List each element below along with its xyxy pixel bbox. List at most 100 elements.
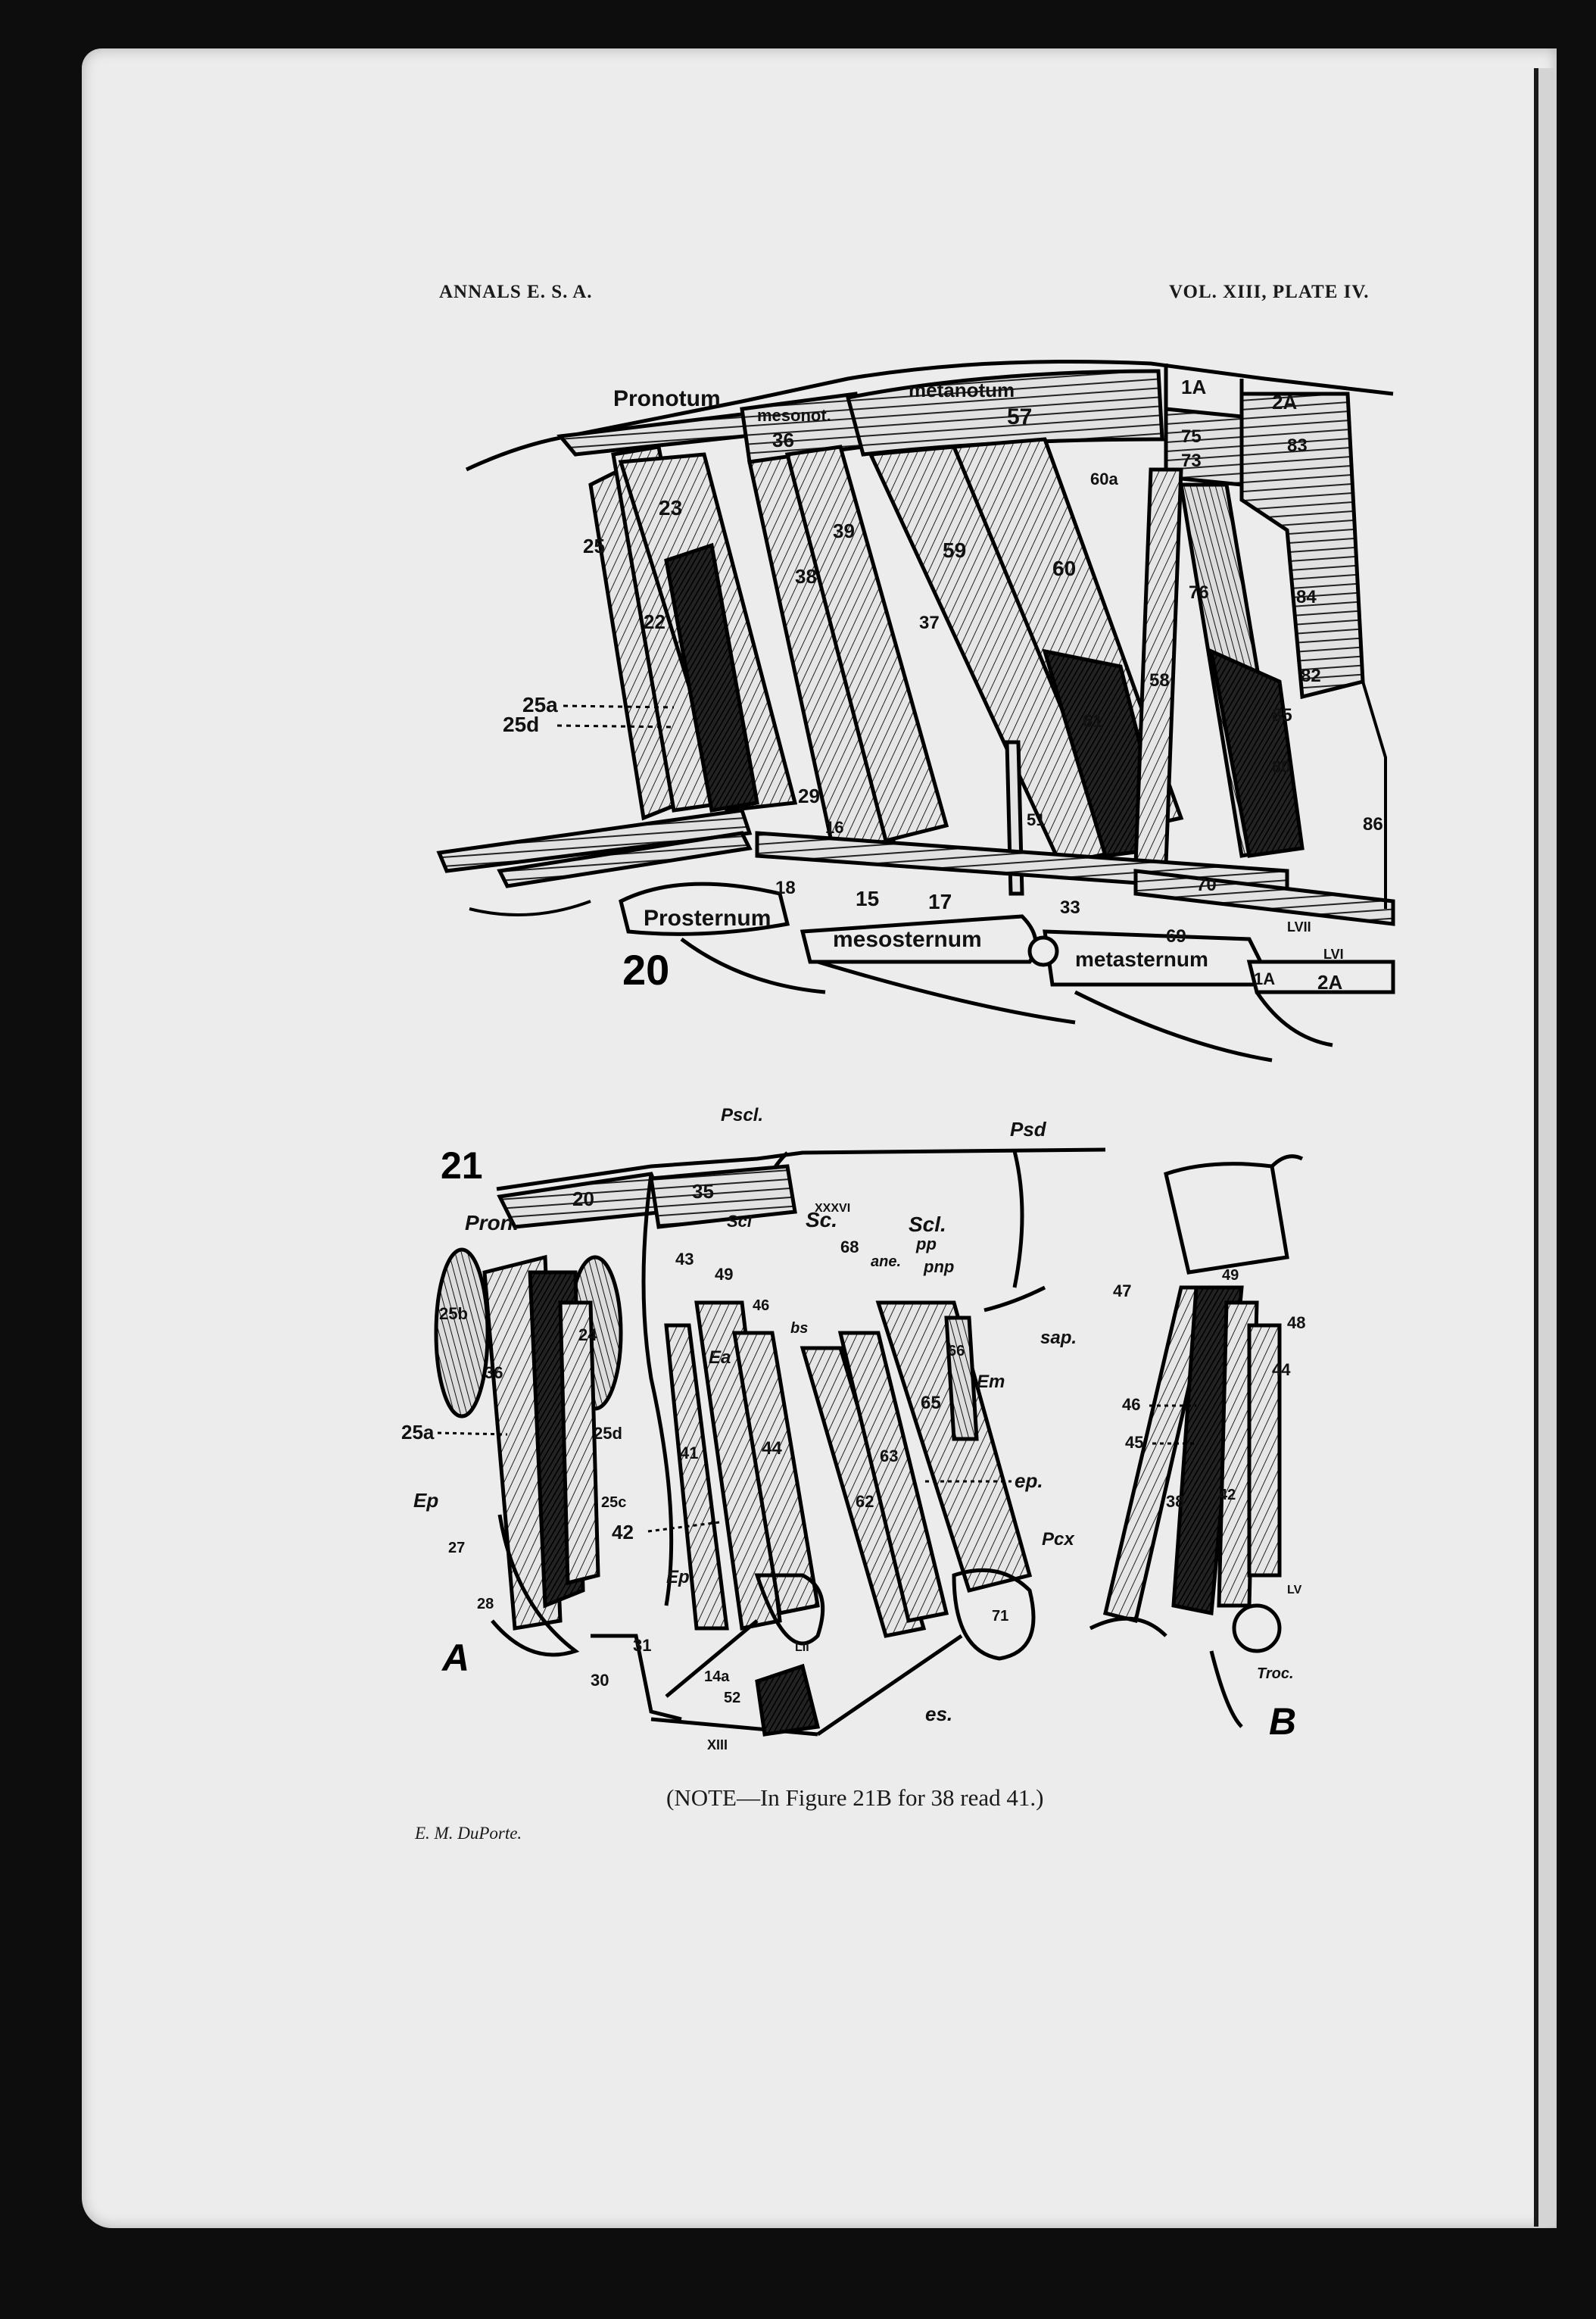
svg-text:29: 29 — [798, 785, 820, 807]
svg-text:18: 18 — [775, 878, 796, 898]
svg-text:es.: es. — [925, 1703, 952, 1725]
svg-text:16: 16 — [825, 818, 843, 837]
svg-text:86: 86 — [1363, 814, 1383, 835]
svg-text:27: 27 — [448, 1540, 465, 1556]
svg-text:71: 71 — [992, 1608, 1008, 1625]
svg-text:42: 42 — [1219, 1487, 1236, 1503]
svg-text:LVI: LVI — [1323, 947, 1344, 962]
svg-text:Psd: Psd — [1010, 1118, 1047, 1141]
svg-text:15: 15 — [856, 887, 879, 910]
page-edge — [1534, 68, 1555, 2227]
svg-text:Ep: Ep — [666, 1567, 690, 1587]
svg-text:58: 58 — [1149, 670, 1170, 691]
svg-text:49: 49 — [715, 1265, 733, 1284]
svg-text:46: 46 — [753, 1297, 769, 1314]
svg-text:25b: 25b — [439, 1304, 468, 1323]
svg-text:1A: 1A — [1254, 969, 1275, 988]
figure-21-labels: Pscl. Psd Sc. Scl. Pron. 20 35 Scl XXXVI… — [401, 1105, 1305, 1753]
svg-text:Prosternum: Prosternum — [644, 906, 771, 931]
svg-text:Ea: Ea — [709, 1347, 731, 1368]
svg-text:sap.: sap. — [1040, 1328, 1077, 1348]
svg-text:41: 41 — [680, 1444, 698, 1462]
svg-text:metasternum: metasternum — [1075, 947, 1208, 971]
svg-text:LII: LII — [795, 1641, 809, 1654]
svg-text:38: 38 — [1166, 1492, 1184, 1511]
svg-text:48: 48 — [1287, 1313, 1305, 1332]
svg-text:62: 62 — [856, 1492, 874, 1511]
svg-text:75: 75 — [1181, 426, 1202, 447]
svg-text:22: 22 — [644, 610, 666, 633]
svg-text:45: 45 — [1125, 1433, 1143, 1452]
svg-text:pp: pp — [915, 1234, 937, 1253]
svg-text:25a: 25a — [522, 693, 558, 716]
figure-21-number: 21 — [441, 1144, 483, 1187]
svg-text:Pron.: Pron. — [465, 1211, 519, 1234]
svg-text:2A: 2A — [1317, 971, 1342, 994]
svg-text:25d: 25d — [503, 713, 539, 736]
svg-text:60: 60 — [1052, 557, 1076, 580]
svg-text:Scl.: Scl. — [909, 1213, 946, 1236]
volume-plate-header: VOL. XIII, PLATE IV. — [1169, 282, 1370, 302]
svg-text:35: 35 — [692, 1180, 714, 1203]
svg-text:XIII: XIII — [707, 1737, 728, 1753]
svg-text:25: 25 — [583, 535, 605, 557]
svg-text:1A: 1A — [1181, 376, 1206, 398]
figure-21a-letter: A — [441, 1637, 469, 1679]
svg-text:76: 76 — [1189, 582, 1209, 603]
svg-text:25a: 25a — [401, 1421, 435, 1444]
svg-text:47: 47 — [1113, 1281, 1131, 1300]
svg-text:LV: LV — [1287, 1584, 1302, 1596]
svg-text:14a: 14a — [704, 1668, 730, 1685]
svg-text:Pscl.: Pscl. — [721, 1105, 763, 1125]
svg-text:43: 43 — [675, 1250, 694, 1269]
svg-text:60a: 60a — [1090, 470, 1118, 488]
svg-text:23: 23 — [659, 496, 682, 520]
svg-text:ane.: ane. — [871, 1253, 901, 1270]
svg-text:44: 44 — [1272, 1360, 1291, 1379]
figure-20-labels: Pronotum mesonot. metanotum 1A 2A 57 36 … — [503, 376, 1383, 994]
svg-text:61: 61 — [1083, 711, 1103, 732]
svg-text:Ep: Ep — [413, 1489, 438, 1512]
svg-text:metanotum: metanotum — [909, 379, 1015, 401]
svg-text:73: 73 — [1181, 451, 1202, 471]
svg-text:20: 20 — [572, 1188, 594, 1210]
svg-text:mesosternum: mesosternum — [833, 927, 982, 952]
svg-text:66: 66 — [948, 1343, 965, 1359]
svg-text:bs: bs — [790, 1320, 808, 1337]
svg-text:Em: Em — [977, 1372, 1005, 1392]
svg-text:46: 46 — [1122, 1395, 1140, 1414]
svg-text:31: 31 — [633, 1636, 651, 1655]
svg-text:82: 82 — [1301, 666, 1321, 686]
journal-header: ANNALS E. S. A. — [439, 282, 593, 302]
svg-text:44: 44 — [762, 1438, 782, 1459]
svg-text:33: 33 — [1060, 897, 1080, 918]
svg-text:Troc.: Troc. — [1257, 1665, 1294, 1682]
svg-text:42: 42 — [612, 1521, 634, 1543]
svg-text:39: 39 — [833, 520, 855, 542]
svg-text:LVII: LVII — [1287, 919, 1311, 935]
svg-text:Pcx: Pcx — [1042, 1529, 1075, 1550]
svg-text:ep.: ep. — [1015, 1469, 1043, 1492]
svg-text:mesonot.: mesonot. — [757, 406, 831, 425]
svg-text:57: 57 — [1007, 404, 1032, 429]
svg-text:70: 70 — [1196, 875, 1217, 895]
svg-text:Pronotum: Pronotum — [613, 386, 721, 411]
svg-text:63: 63 — [880, 1447, 898, 1465]
svg-text:80: 80 — [1272, 757, 1290, 776]
svg-text:2A: 2A — [1272, 391, 1297, 414]
svg-text:25d: 25d — [594, 1424, 622, 1443]
svg-text:Scl: Scl — [727, 1212, 753, 1231]
svg-text:37: 37 — [919, 613, 940, 633]
figure-20-number: 20 — [622, 946, 669, 994]
svg-text:51: 51 — [1027, 810, 1045, 829]
figure-20 — [436, 360, 1395, 1063]
svg-text:84: 84 — [1296, 587, 1317, 607]
svg-text:83: 83 — [1287, 435, 1308, 456]
svg-text:XXXVI: XXXVI — [815, 1202, 850, 1215]
svg-text:24: 24 — [578, 1325, 597, 1344]
figure-21 — [434, 1147, 1304, 1737]
svg-text:36: 36 — [772, 429, 794, 451]
svg-text:49: 49 — [1222, 1267, 1239, 1284]
svg-text:38: 38 — [795, 565, 817, 588]
